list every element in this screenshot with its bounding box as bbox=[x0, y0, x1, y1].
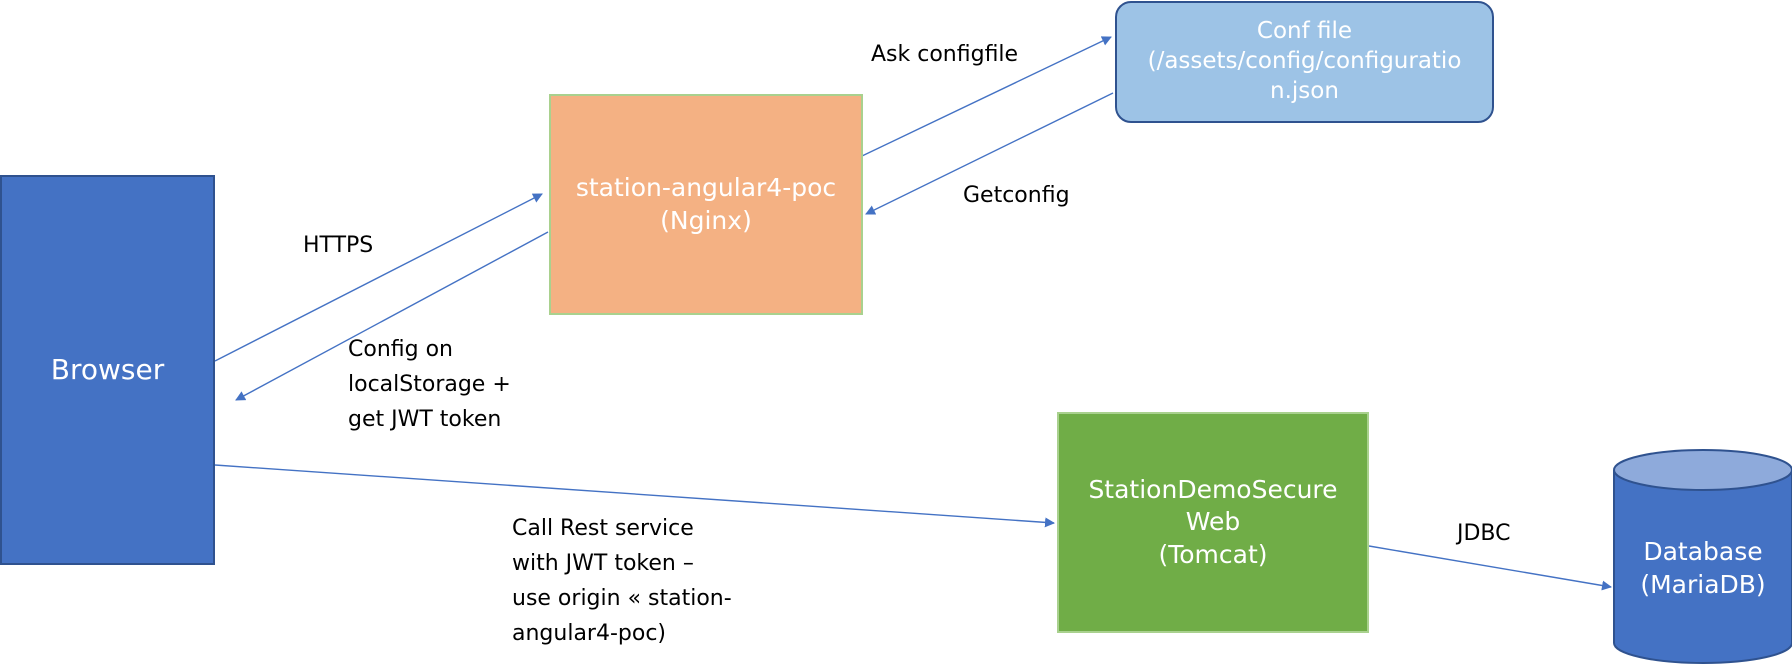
arrow-tomcat-to-database bbox=[1368, 545, 1612, 591]
rest-call-label: Call Rest service with JWT token – use o… bbox=[512, 511, 732, 651]
conf-file-line1: Conf file bbox=[1256, 18, 1353, 45]
getconfig-text: Getconfig bbox=[963, 183, 1070, 208]
jdbc-label: JDBC bbox=[1457, 516, 1511, 551]
ask-config-label: Ask configfile bbox=[871, 37, 1018, 72]
rest-call-line2: with JWT token – bbox=[512, 551, 694, 576]
rest-call-line4: angular4-poc) bbox=[512, 621, 667, 646]
browser-node: Browser bbox=[0, 175, 215, 565]
nginx-node: station-angular4-poc (Nginx) bbox=[549, 94, 863, 315]
database-node: Database (MariaDB) bbox=[1614, 536, 1792, 601]
nginx-label-line1: station-angular4-poc bbox=[575, 173, 837, 202]
getconfig-label: Getconfig bbox=[963, 178, 1070, 213]
arrow-conffile-to-nginx bbox=[865, 92, 1114, 215]
rest-call-line1: Call Rest service bbox=[512, 516, 694, 541]
config-storage-line1: Config on bbox=[348, 337, 453, 362]
conf-file-line2: (/assets/config/configuratio bbox=[1147, 48, 1462, 75]
arrow-browser-to-tomcat bbox=[214, 464, 1055, 528]
https-text: HTTPS bbox=[303, 233, 374, 258]
tomcat-line1: StationDemoSecure bbox=[1088, 474, 1338, 504]
conf-file-node: Conf file (/assets/config/configuratio n… bbox=[1115, 1, 1494, 123]
conf-file-line3: n.json bbox=[1270, 77, 1339, 104]
nginx-label-line2: (Nginx) bbox=[660, 205, 752, 235]
arrow-nginx-to-browser bbox=[235, 231, 549, 401]
rest-call-line3: use origin « station- bbox=[512, 586, 732, 611]
tomcat-line2: Web bbox=[1185, 507, 1241, 537]
ask-config-text: Ask configfile bbox=[871, 42, 1019, 67]
database-cylinder bbox=[1613, 449, 1792, 664]
tomcat-node: StationDemoSecure Web (Tomcat) bbox=[1057, 412, 1369, 633]
config-storage-label: Config on localStorage + get JWT token bbox=[348, 332, 511, 437]
jdbc-text: JDBC bbox=[1457, 521, 1511, 546]
arrow-nginx-to-conffile bbox=[861, 36, 1112, 157]
browser-label: Browser bbox=[50, 352, 165, 386]
arrow-browser-to-nginx bbox=[214, 193, 543, 362]
database-line1: Database bbox=[1643, 537, 1763, 566]
https-label: HTTPS bbox=[303, 228, 373, 263]
database-line2: (MariaDB) bbox=[1640, 569, 1766, 599]
tomcat-line3: (Tomcat) bbox=[1158, 539, 1268, 569]
config-storage-line3: get JWT token bbox=[348, 407, 502, 432]
config-storage-line2: localStorage + bbox=[348, 372, 511, 397]
